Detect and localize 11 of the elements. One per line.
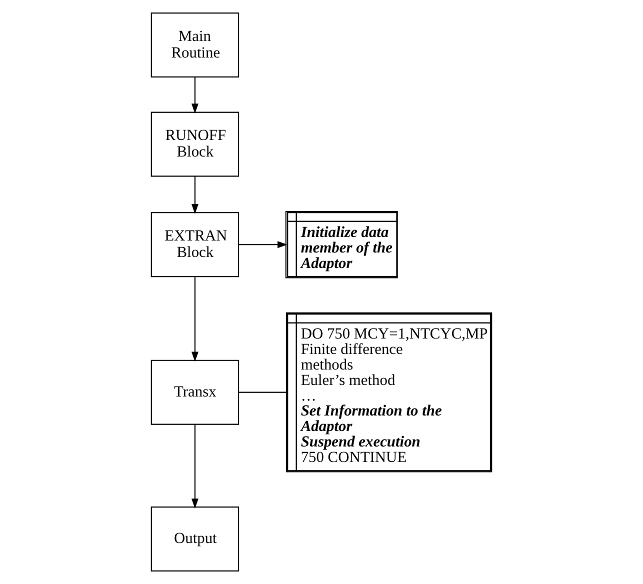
arrow: [191, 276, 198, 362]
arrow: [191, 176, 198, 214]
node-box: EXTRAN Block: [150, 212, 240, 278]
node-box: Main Routine: [150, 12, 240, 78]
node-box: Transx: [150, 360, 240, 425]
connector: [238, 392, 286, 393]
arrow: [191, 424, 198, 509]
node-box: Output: [150, 506, 240, 572]
arrow: [238, 241, 288, 248]
node-box: RUNOFF Block: [150, 112, 240, 177]
arrow: [191, 77, 198, 114]
